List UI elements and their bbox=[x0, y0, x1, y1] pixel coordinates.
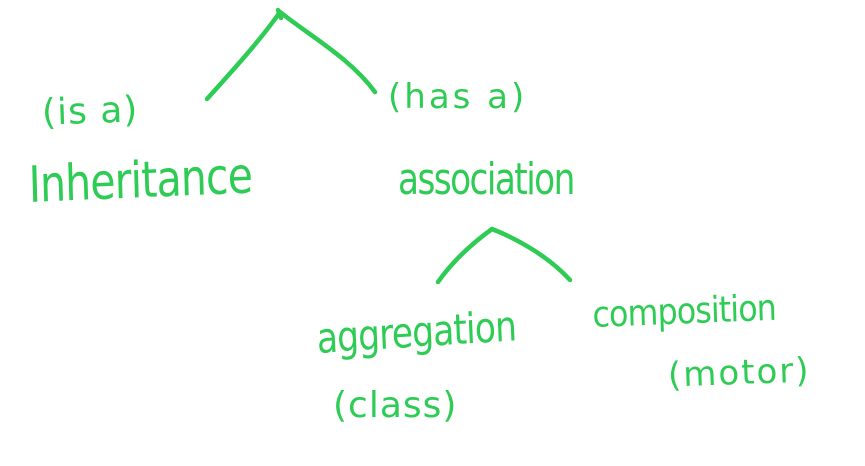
branch-line-right-association bbox=[489, 226, 573, 283]
label-aggregation: aggregation bbox=[315, 301, 517, 363]
label-is-a: (is a) bbox=[41, 89, 140, 134]
label-has-a: (has a) bbox=[388, 77, 528, 117]
label-composition: composition bbox=[591, 287, 777, 336]
branch-line-right-top bbox=[277, 9, 378, 95]
branch-line-left-association bbox=[435, 226, 495, 285]
label-class-note: (class) bbox=[333, 385, 458, 426]
root-tick bbox=[275, 7, 284, 21]
branch-line-left-top bbox=[204, 9, 283, 102]
label-inheritance: Inheritance bbox=[27, 146, 253, 214]
label-association: association bbox=[398, 154, 575, 205]
label-motor-note: (motor) bbox=[667, 350, 812, 396]
